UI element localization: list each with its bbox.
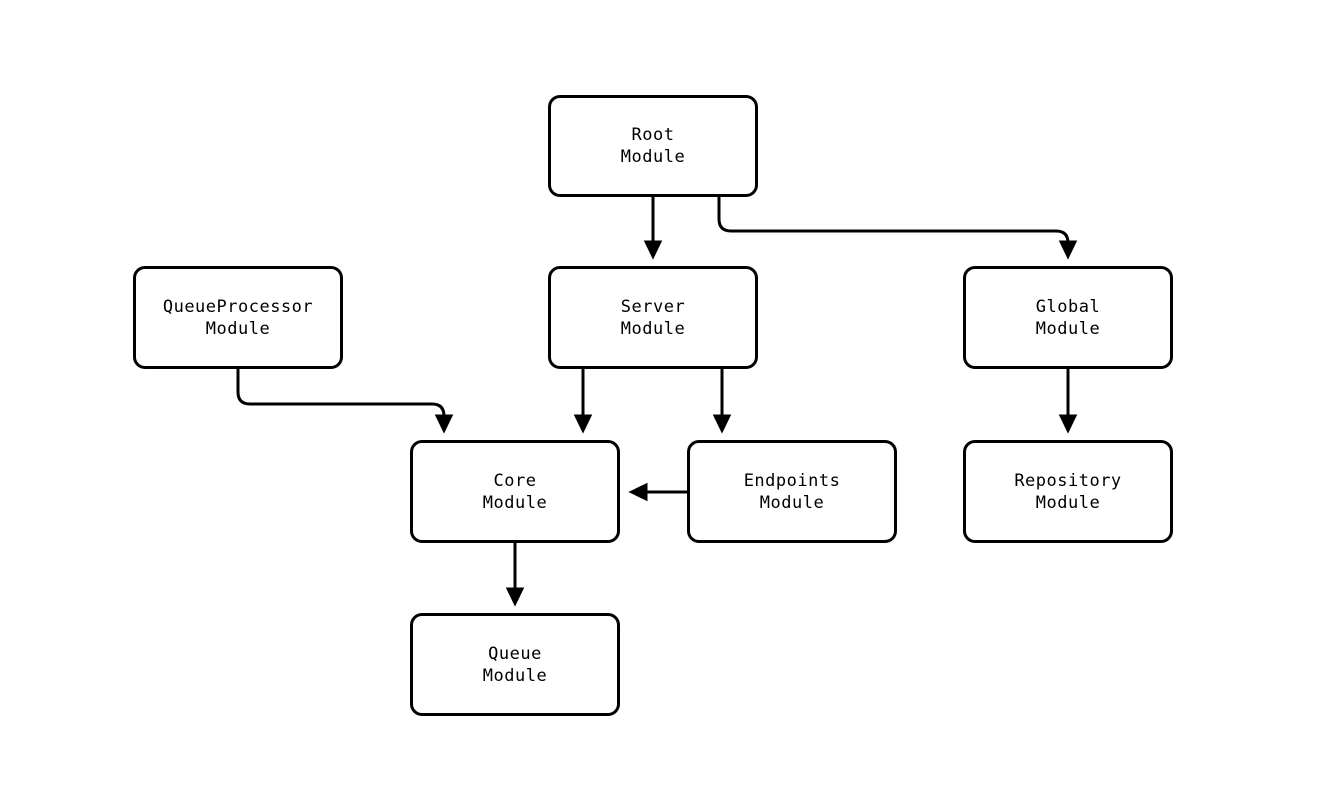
node-label-primary: Repository xyxy=(1014,470,1122,491)
edge-root-global xyxy=(717,197,1078,260)
node-label-primary: Endpoints xyxy=(743,470,841,491)
node-label-secondary: Module xyxy=(1035,492,1101,513)
node-label-primary: Root xyxy=(631,125,675,145)
node-label-secondary: Module xyxy=(482,665,548,686)
node-label-secondary: Module xyxy=(482,492,548,513)
node-label-primary: Queue xyxy=(488,643,542,664)
node-label-primary: Core xyxy=(493,470,537,491)
node-label-primary: Server xyxy=(620,296,686,317)
node-label-primary: QueueProcessor xyxy=(162,296,314,317)
node-label-secondary: Module xyxy=(1035,318,1101,339)
node-label-secondary: Module xyxy=(620,147,686,167)
node-label-secondary: Module xyxy=(205,318,271,339)
node-label-primary: Global xyxy=(1035,296,1101,317)
node-label-secondary: Module xyxy=(759,492,825,513)
node-label-secondary: Module xyxy=(620,318,686,339)
edge-queueprocessor-core xyxy=(236,369,454,434)
